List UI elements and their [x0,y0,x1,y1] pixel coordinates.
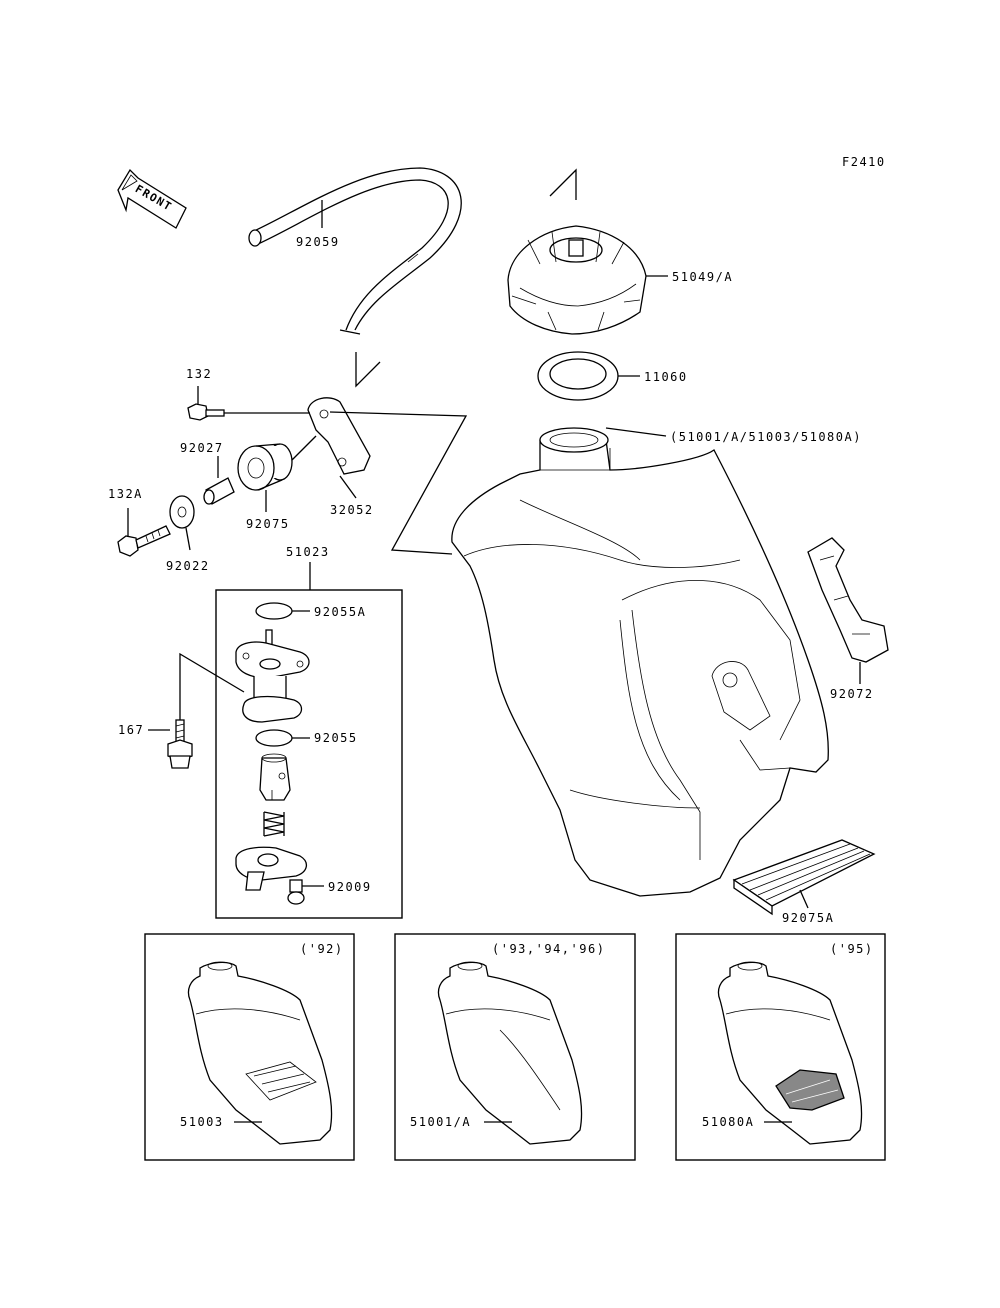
variant-box-2: ('93,'94,'96) [394,933,636,1161]
label-92055a: 92055A [314,605,366,619]
front-arrow-icon: FRONT [117,168,187,229]
label-32052: 32052 [330,503,374,517]
label-92027: 92027 [180,441,224,455]
label-132a: 132A [108,487,143,501]
collar [203,477,235,505]
fuel-tank [451,427,829,897]
bracket-mount-line [329,411,468,555]
label-92022: 92022 [166,559,210,573]
mounting-bracket [307,397,371,475]
label-132: 132 [186,367,212,381]
label-11060: 11060 [644,370,688,384]
valve-plug [259,753,291,801]
variant-3-years: ('95) [830,942,874,956]
rubber-pad [732,839,876,916]
label-167: 167 [118,723,144,737]
hose-tick-mark [355,352,381,388]
screw [287,879,305,905]
damper-axis [291,435,317,461]
tank-strap [807,537,889,663]
fuel-tap-box [215,589,403,919]
leader-92075a [799,889,809,909]
variant-3-part: 51080A [702,1115,754,1129]
bolt-167 [167,719,193,769]
label-92009: 92009 [328,880,372,894]
bolt-132a [117,525,171,557]
variant-1-part: 51003 [180,1115,224,1129]
variant-box-1: ('92) [144,933,355,1161]
label-92055: 92055 [314,731,358,745]
rubber-damper [237,443,293,491]
breather-hose [248,167,462,335]
cap-gasket [537,351,619,401]
washer [169,495,195,529]
tap-bolt-leader-line [179,652,245,720]
leader-92022 [185,527,191,551]
label-92075a: 92075A [782,911,834,925]
fuel-cap [507,225,647,335]
label-92072: 92072 [830,687,874,701]
fuel-tap-body [235,629,310,723]
label-51001-group: (51001/A/51003/51080A) [670,430,862,444]
leader-51001 [605,427,667,437]
variant-2-part: 51001/A [410,1115,471,1129]
cap-tick-mark [549,168,577,200]
figure-id: F2410 [842,155,886,169]
bolt-132 [187,403,225,421]
tap-lever [235,846,307,891]
o-ring-92055 [255,729,293,747]
label-51049: 51049/A [672,270,733,284]
label-51023: 51023 [286,545,330,559]
label-92059: 92059 [296,235,340,249]
variant-box-3: ('95) [675,933,886,1161]
o-ring-92055a [255,602,293,620]
leader-32052 [339,475,357,499]
label-92075: 92075 [246,517,290,531]
variant-2-years: ('93,'94,'96) [492,942,605,956]
variant-1-years: ('92) [300,942,344,956]
spring [263,811,285,837]
